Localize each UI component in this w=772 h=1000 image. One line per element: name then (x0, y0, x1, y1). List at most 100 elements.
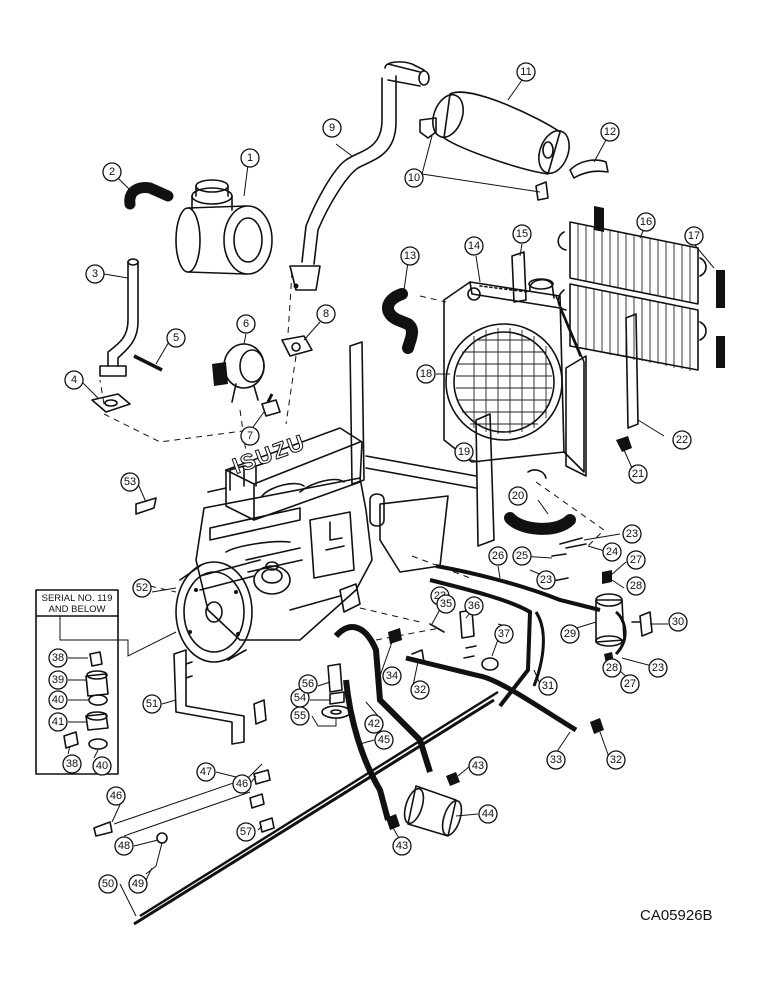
callout-57: 57 (236, 822, 256, 842)
svg-text:18: 18 (420, 368, 432, 380)
callout-46: 46 (232, 774, 252, 794)
callout-36: 36 (464, 596, 484, 616)
svg-text:43: 43 (472, 760, 484, 772)
svg-text:27: 27 (624, 678, 636, 690)
svg-text:19: 19 (458, 446, 470, 458)
callout-45: 45 (374, 730, 394, 750)
svg-text:6: 6 (243, 318, 249, 330)
svg-text:7: 7 (247, 430, 253, 442)
gasket-4 (91, 393, 131, 413)
svg-text:2: 2 (109, 166, 115, 178)
svg-text:53: 53 (124, 476, 136, 488)
callout-12: 12 (600, 122, 620, 142)
svg-text:24: 24 (606, 546, 618, 558)
flange-54-55-56 (311, 663, 351, 727)
svg-text:52: 52 (136, 582, 148, 594)
support-frame (349, 341, 495, 573)
callout-49: 49 (128, 874, 148, 894)
svg-text:55: 55 (294, 710, 306, 722)
callout-20: 20 (508, 486, 528, 506)
svg-text:20: 20 (512, 490, 524, 502)
svg-text:28: 28 (606, 662, 618, 674)
cables (93, 690, 499, 926)
svg-text:10: 10 (408, 172, 420, 184)
engine-block (195, 427, 373, 641)
svg-text:27: 27 (630, 554, 642, 566)
inset-serial-line-2: AND BELOW (48, 604, 105, 615)
callout-3: 3 (85, 264, 105, 284)
callout-38: 38 (62, 754, 82, 774)
svg-text:21: 21 (632, 468, 644, 480)
svg-text:31: 31 (542, 680, 554, 692)
exhaust-tip (569, 159, 609, 179)
sender-44 (403, 785, 463, 837)
callouts: 1 2 3 4 5 6 7 8 9 10 11 12 13 14 15 16 1… (48, 62, 704, 894)
callout-32: 32 (410, 680, 430, 700)
svg-text:23: 23 (626, 528, 638, 540)
svg-text:29: 29 (564, 628, 576, 640)
svg-text:54: 54 (294, 692, 306, 704)
callout-16: 16 (636, 212, 656, 232)
svg-text:56: 56 (302, 678, 314, 690)
callout-30: 30 (668, 612, 688, 632)
callout-46: 46 (106, 786, 126, 806)
svg-text:28: 28 (630, 580, 642, 592)
callout-11: 11 (516, 62, 536, 82)
svg-text:38: 38 (52, 652, 64, 664)
callout-31: 31 (538, 676, 558, 696)
callout-10: 10 (404, 168, 424, 188)
callout-47: 47 (196, 762, 216, 782)
radiator-hose-upper (382, 288, 419, 354)
rod-5 (133, 354, 163, 372)
callout-38: 38 (48, 648, 68, 668)
air-cleaner (175, 179, 273, 275)
svg-text:11: 11 (520, 66, 531, 78)
svg-text:15: 15 (516, 228, 528, 240)
radiator-hose-lower (504, 512, 576, 535)
svg-text:39: 39 (52, 674, 64, 686)
svg-text:1: 1 (247, 152, 253, 164)
callout-40: 40 (48, 690, 68, 710)
svg-text:36: 36 (468, 600, 480, 612)
callout-28: 28 (602, 658, 622, 678)
callout-32: 32 (606, 750, 626, 770)
callout-50: 50 (98, 874, 118, 894)
svg-text:23: 23 (652, 662, 664, 674)
callout-48: 48 (114, 836, 134, 856)
alternator (212, 343, 265, 403)
reference-code: CA05926B (640, 907, 713, 924)
sensor-7 (261, 393, 281, 417)
callout-14: 14 (464, 236, 484, 256)
callout-42: 42 (364, 714, 384, 734)
callout-53: 53 (120, 472, 140, 492)
inset-serial-line: SERIAL NO. 119 (42, 593, 113, 604)
radiator (443, 278, 587, 479)
svg-text:35: 35 (440, 598, 452, 610)
gasket-8 (281, 335, 313, 357)
svg-text:13: 13 (404, 250, 416, 262)
svg-text:17: 17 (688, 230, 700, 242)
muffler (419, 91, 570, 201)
svg-text:51: 51 (146, 698, 158, 710)
svg-text:23: 23 (540, 574, 552, 586)
callout-52: 52 (132, 578, 152, 598)
svg-text:16: 16 (640, 216, 652, 228)
callout-39: 39 (48, 670, 68, 690)
svg-text:25: 25 (516, 550, 528, 562)
svg-text:48: 48 (118, 840, 130, 852)
callout-23: 23 (622, 524, 642, 544)
callout-28: 28 (626, 576, 646, 596)
svg-text:47: 47 (200, 766, 212, 778)
svg-text:12: 12 (604, 126, 616, 138)
callout-22: 22 (672, 430, 692, 450)
callout-26: 26 (488, 546, 508, 566)
callout-35: 35 (436, 594, 456, 614)
oil-cooler (557, 206, 707, 371)
svg-text:3: 3 (92, 268, 98, 280)
callout-51: 51 (142, 694, 162, 714)
callout-2: 2 (102, 162, 122, 182)
serial-inset: SERIAL NO. 119 AND BELOW (35, 589, 177, 775)
callout-7: 7 (240, 426, 260, 446)
svg-text:22: 22 (676, 434, 688, 446)
fitting-21 (616, 436, 632, 452)
